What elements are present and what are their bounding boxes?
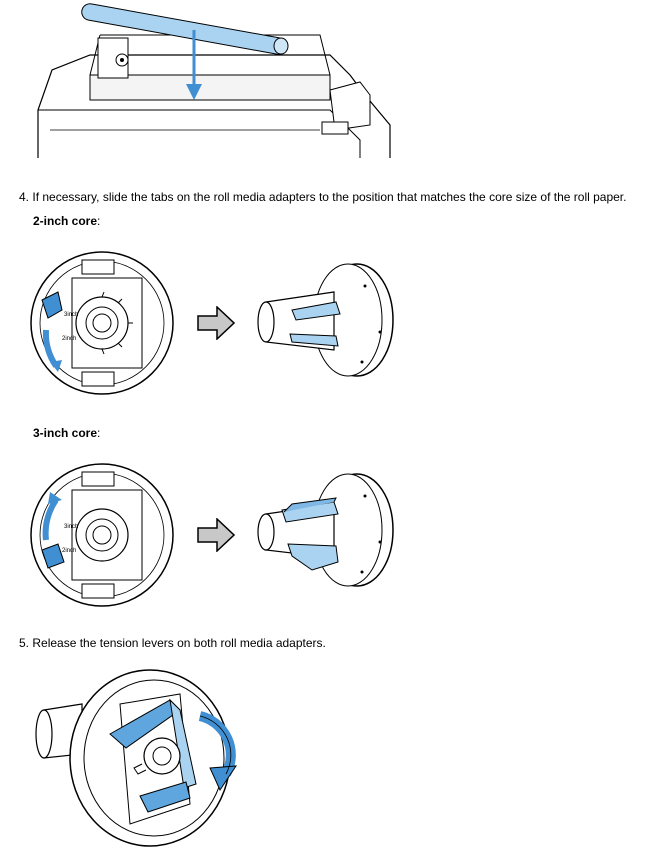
three-inch-adapter-side-illustration xyxy=(252,472,397,592)
tension-lever-illustration xyxy=(30,664,245,849)
step-4: 4. If necessary, slide the tabs on the r… xyxy=(19,190,649,204)
step-5-number: 5. xyxy=(19,636,30,650)
three-inch-core-colon: : xyxy=(97,426,101,440)
two-inch-adapter-front-illustration: 3inch 2inch xyxy=(28,248,176,398)
three-inch-core-label: 3-inch core xyxy=(33,426,98,440)
three-inch-dial-mark-3: 3inch xyxy=(64,524,78,530)
two-inch-core-heading: 2-inch core: xyxy=(33,214,100,228)
two-inch-core-label: 2-inch core xyxy=(33,214,98,228)
two-inch-core-colon: : xyxy=(97,214,101,228)
three-inch-core-heading: 3-inch core: xyxy=(33,426,100,440)
two-inch-arrow-icon xyxy=(197,306,235,340)
three-inch-arrow-icon xyxy=(197,518,235,552)
two-inch-dial-mark-2: 2inch xyxy=(62,336,76,342)
step-4-number: 4. xyxy=(19,190,30,204)
two-inch-dial-mark-3: 3inch xyxy=(64,312,78,318)
two-inch-adapter-side-illustration xyxy=(252,262,397,382)
step-5-text: Release the tension levers on both roll … xyxy=(32,636,326,650)
three-inch-dial-mark-2: 2inch xyxy=(62,548,76,554)
printer-roll-illustration xyxy=(30,0,395,160)
step-5: 5. Release the tension levers on both ro… xyxy=(19,636,649,650)
step-4-text: If necessary, slide the tabs on the roll… xyxy=(32,190,627,204)
three-inch-adapter-front-illustration: 3inch 2inch xyxy=(28,460,176,610)
